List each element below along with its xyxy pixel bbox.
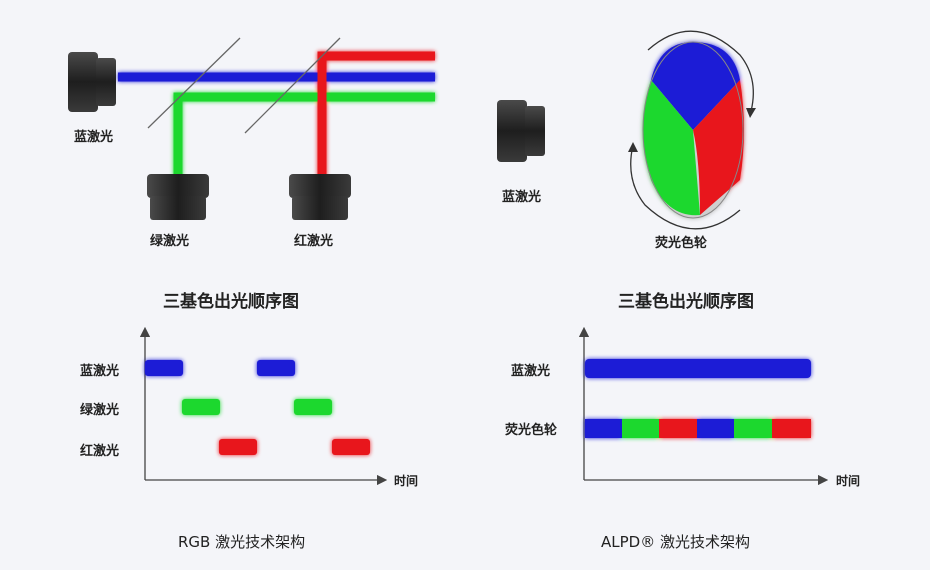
red-pulse xyxy=(219,439,257,455)
time-label: 时间 xyxy=(394,473,418,488)
laser-emitter-icon xyxy=(497,100,545,162)
wheel-segment-red xyxy=(772,419,811,438)
row-label-wheel: 荧光色轮 xyxy=(505,422,557,438)
rotation-arrow-icon xyxy=(630,144,741,230)
blue-laser-label: 蓝激光 xyxy=(502,189,541,205)
time-label: 时间 xyxy=(836,473,860,488)
green-beam xyxy=(173,92,435,178)
sequence-title: 三基色出光顺序图 xyxy=(163,291,299,312)
blue-pulse xyxy=(145,360,183,376)
laser-emitter-icon xyxy=(289,174,351,220)
green-laser-label: 绿激光 xyxy=(150,233,189,249)
color-wheel-label: 荧光色轮 xyxy=(655,235,707,251)
wheel-segment-green xyxy=(622,419,659,438)
rgb-architecture: 蓝激光 绿激光 红激光 三基色出光顺序图 时间 蓝激光 绿激光 红激光 xyxy=(68,37,435,551)
rgb-beams xyxy=(118,51,435,178)
rotation-arrow-icon xyxy=(746,108,756,118)
alpd-pulses xyxy=(585,359,811,438)
alpd-architecture: 蓝激光 荧光色轮 三基色出光顺序图 时间 蓝激光 荧光色轮 xyxy=(497,30,862,551)
sequence-title: 三基色出光顺序图 xyxy=(618,291,754,312)
caption: RGB 激光技术架构 xyxy=(178,533,305,551)
row-label-blue: 蓝激光 xyxy=(80,363,119,379)
blue-laser-label: 蓝激光 xyxy=(74,129,113,145)
dichroic-mirror-icon xyxy=(147,37,241,129)
wheel-segment-red xyxy=(659,419,697,438)
wheel-segment-blue xyxy=(697,419,734,438)
green-pulse xyxy=(294,399,332,415)
row-label-green: 绿激光 xyxy=(80,402,119,418)
blue-pulse xyxy=(257,360,295,376)
blue-continuous-bar xyxy=(585,359,811,378)
rgb-pulses xyxy=(145,360,370,455)
laser-emitter-icon xyxy=(68,52,116,112)
wheel-segment-blue xyxy=(585,419,622,438)
wheel-segment-green xyxy=(734,419,772,438)
green-pulse xyxy=(182,399,220,415)
color-wheel-icon xyxy=(642,41,744,219)
dichroic-mirror-icon xyxy=(244,37,341,134)
red-pulse xyxy=(332,439,370,455)
laser-emitter-icon xyxy=(147,174,209,220)
rotation-arrow-icon xyxy=(647,30,754,116)
row-label-blue: 蓝激光 xyxy=(511,363,550,379)
row-label-red: 红激光 xyxy=(80,443,119,459)
red-laser-label: 红激光 xyxy=(294,233,333,249)
caption: ALPD® 激光技术架构 xyxy=(601,533,750,551)
rotation-arrow-icon xyxy=(628,142,638,152)
